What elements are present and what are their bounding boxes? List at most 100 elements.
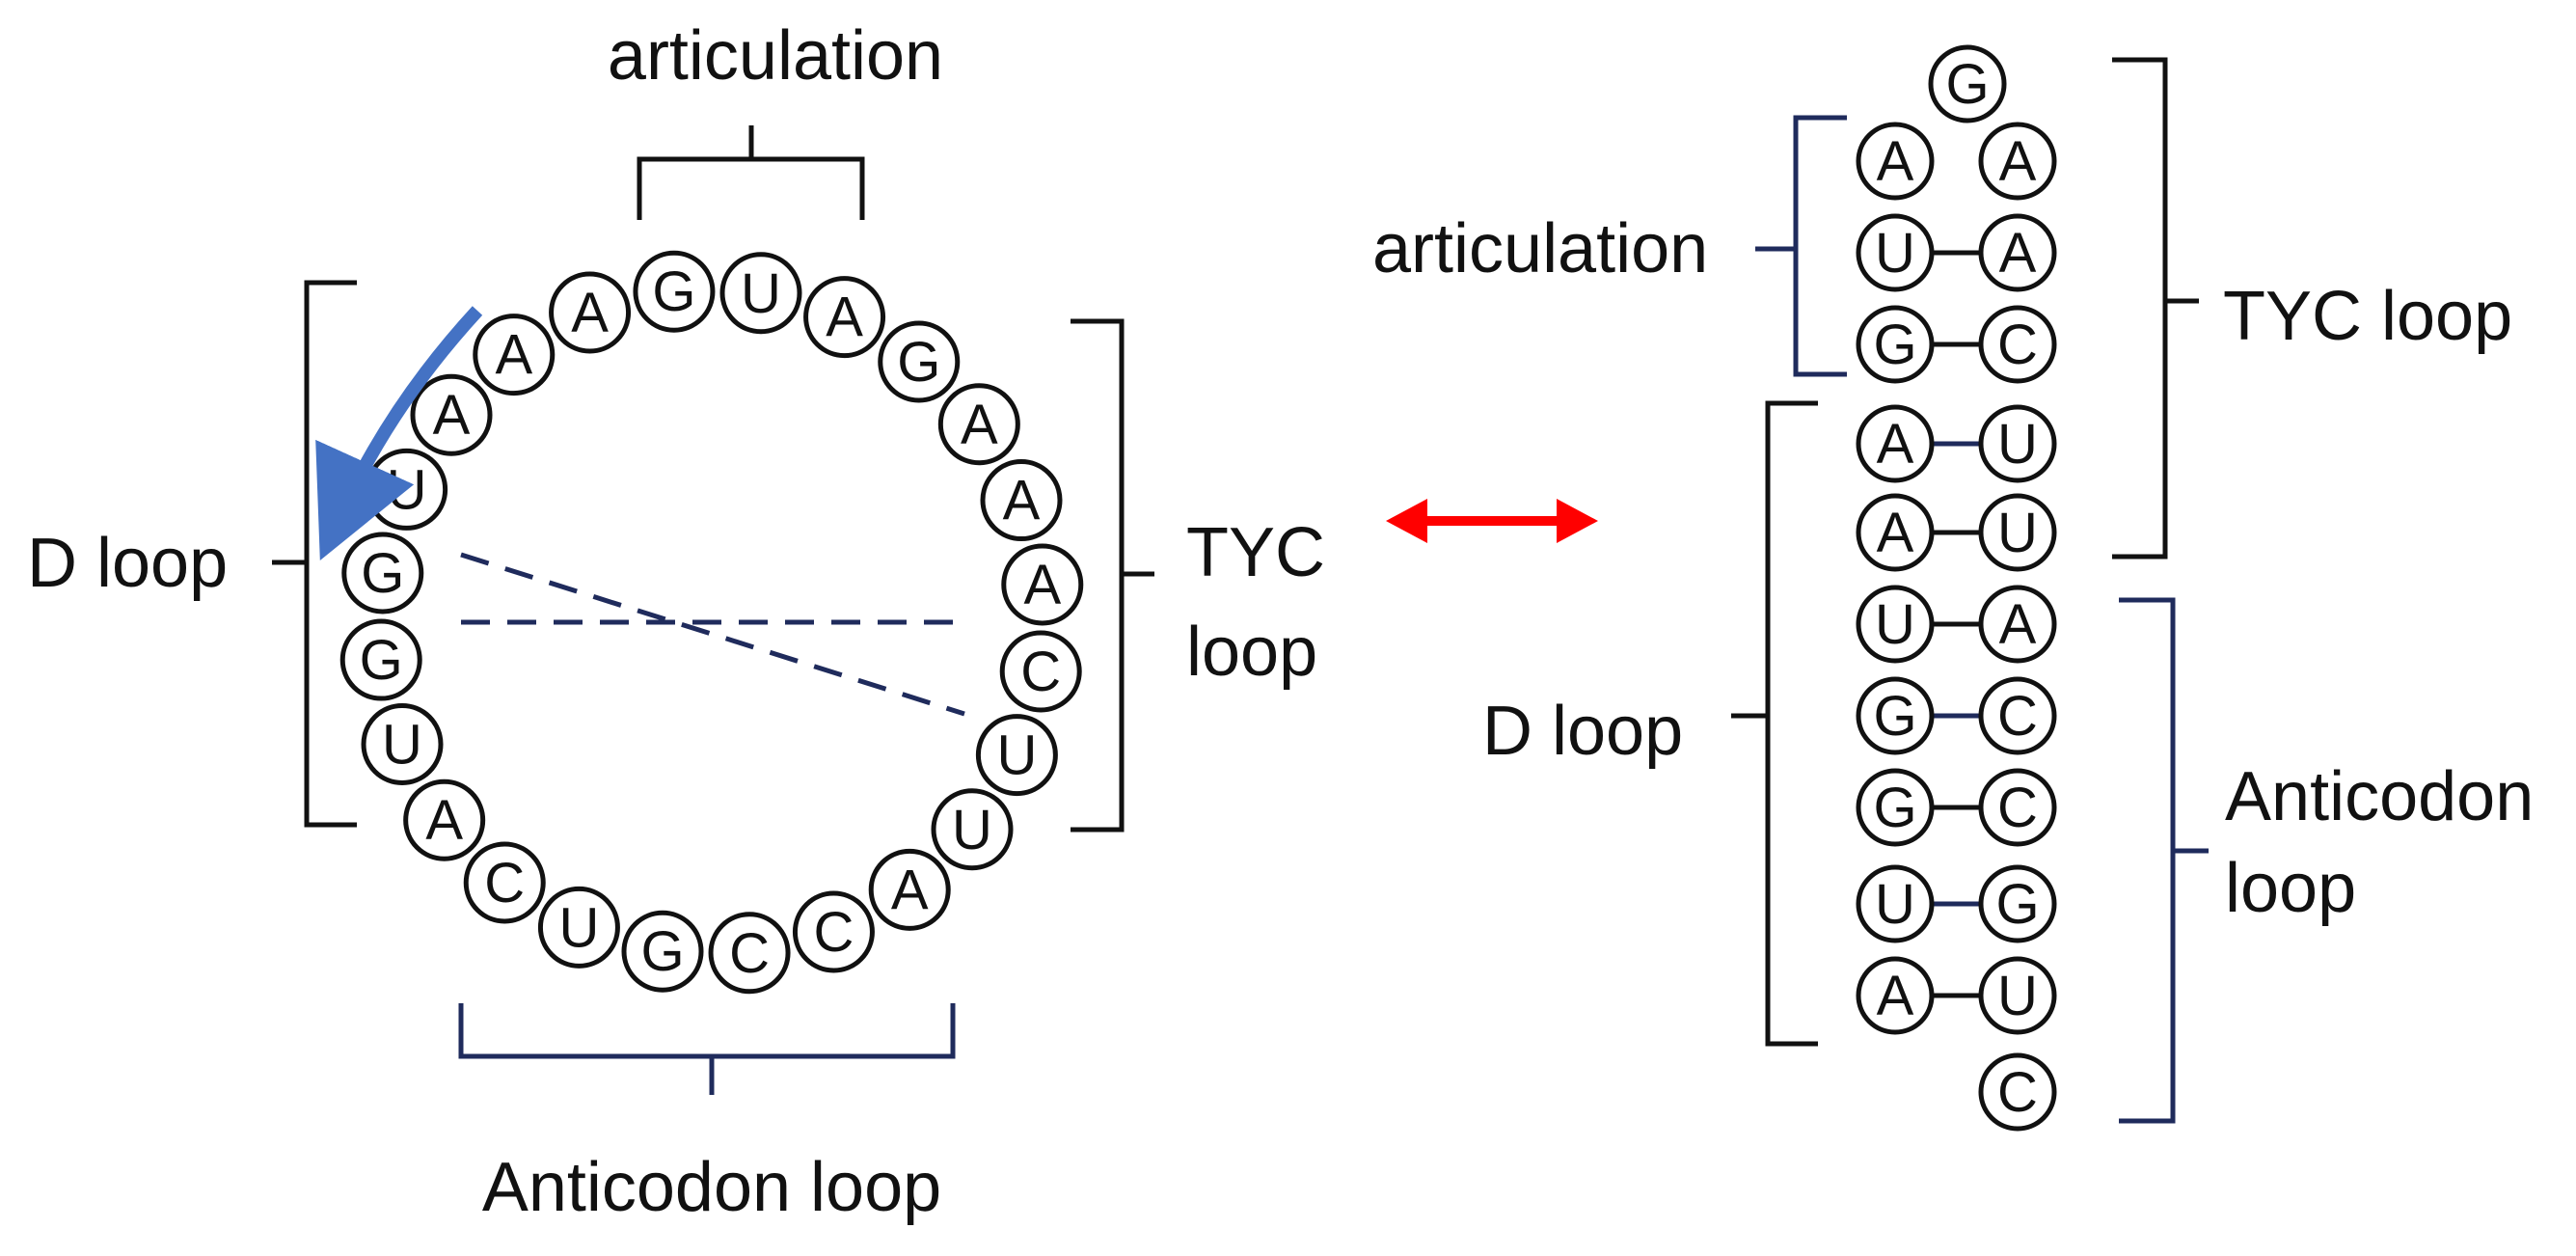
nucleotide-circle (1856, 585, 1935, 664)
nucleotide-circle (537, 886, 620, 969)
nucleotide-letter: A (891, 859, 929, 921)
nucleotide-circle (1978, 493, 2057, 572)
nucleotide-letter: G (361, 542, 404, 605)
nucleotide-circle (931, 788, 1014, 871)
nucleotide: G (878, 320, 961, 403)
nucleotide-letter: G (1945, 53, 1989, 116)
nucleotide-circle (708, 912, 791, 995)
nucleotide-circle (1856, 768, 1935, 847)
nucleotide-circle (937, 383, 1020, 466)
tyc-loop-label-hairpin: TYC loop (2223, 278, 2512, 355)
nucleotide-circle (878, 320, 961, 403)
nucleotide-circle (1856, 676, 1935, 755)
articulation-label: articulation (608, 17, 943, 95)
nucleotide-letter: A (1877, 502, 1914, 564)
nucleotide: C (999, 630, 1082, 713)
nucleotide-circle (1856, 864, 1935, 943)
nucleotide-letter: C (1020, 641, 1061, 703)
articulation-label-hairpin: articulation (1372, 210, 1708, 287)
anticodon-loop-bracket-hairpin (2119, 597, 2209, 1124)
nucleotide-circle (1978, 1052, 2057, 1132)
nucleotide: G (633, 250, 716, 333)
nucleotide-circle (410, 373, 493, 456)
nucleotide-letter: A (1003, 470, 1041, 532)
nucleotide-circle (463, 841, 546, 924)
nucleotide: G (341, 532, 424, 614)
nucleotide-circle (339, 618, 422, 701)
nucleotide: A (1856, 956, 1935, 1035)
nucleotide-letter: U (1997, 413, 2038, 476)
d-loop-label: D loop (27, 525, 228, 602)
nucleotide-circle (473, 314, 556, 396)
nucleotide-letter: G (897, 331, 940, 394)
nucleotide-circle (1978, 305, 2057, 384)
nucleotide-letter: A (826, 287, 863, 349)
nucleotide: U (361, 702, 444, 785)
nucleotide-letter: A (495, 324, 532, 387)
nucleotide-circle (549, 271, 632, 354)
anticodon-loop-bracket (458, 1003, 956, 1095)
nucleotide: A (1978, 122, 2057, 201)
nucleotide-letter: U (741, 262, 781, 325)
nucleotide: G (1928, 44, 2007, 123)
direction-arrow (315, 306, 483, 560)
nucleotide-letter: U (996, 724, 1037, 787)
d-loop-bracket (272, 280, 357, 828)
nucleotide-letter: G (360, 629, 403, 692)
anticodon-loop-label-hairpin-line1: Anticodon (2225, 758, 2534, 835)
nucleotide-letter: A (1023, 554, 1061, 616)
nucleotide-circle (1928, 44, 2007, 123)
nucleotide-circle (975, 714, 1058, 797)
nucleotide-circle (792, 890, 875, 973)
nucleotide-circle (1856, 122, 1935, 201)
nucleotide-letter: U (382, 713, 422, 776)
tyc-loop-label-line2: loop (1186, 614, 1317, 691)
nucleotide-circle (999, 630, 1082, 713)
nucleotide-circle (633, 250, 716, 333)
nucleotide-letter: A (1877, 413, 1914, 476)
nucleotide-circle (1978, 676, 2057, 755)
nucleotide-letter: A (433, 384, 471, 447)
nucleotide-letter: U (1875, 873, 1915, 936)
nucleotide: A (868, 848, 951, 931)
nucleotide: A (473, 314, 556, 396)
nucleotide: G (1856, 676, 1935, 755)
nucleotide: U (1978, 956, 2057, 1035)
nucleotide-circle (803, 276, 886, 359)
nucleotide-letter: U (1875, 222, 1915, 285)
tyc-loop-bracket-hairpin (2112, 57, 2199, 560)
nucleotide: A (410, 373, 493, 456)
nucleotide-letter: U (1997, 965, 2038, 1027)
conversion-arrow (1386, 499, 1598, 543)
nucleotide: U (1856, 864, 1935, 943)
nucleotide: A (1856, 404, 1935, 483)
nucleotide-letter: A (961, 394, 998, 456)
nucleotide-letter: G (1873, 314, 1916, 376)
nucleotide-circle (719, 252, 802, 335)
nucleotide: C (1978, 768, 2057, 847)
nucleotide-letter: C (1997, 1061, 2038, 1124)
nucleotide-letter: A (1877, 965, 1914, 1027)
nucleotide: G (1978, 864, 2057, 943)
nucleotide: A (1978, 213, 2057, 292)
nucleotide-letter: A (1999, 593, 2037, 656)
nucleotide-circle (1001, 543, 1084, 626)
nucleotide: U (537, 886, 620, 969)
nucleotide: C (792, 890, 875, 973)
nucleotide: C (708, 912, 791, 995)
nucleotide-letter: A (1999, 222, 2037, 285)
nucleotide-circle (1978, 768, 2057, 847)
nucleotide-circle (1856, 213, 1935, 292)
nucleotide: A (403, 778, 486, 861)
nucleotide: A (803, 276, 886, 359)
nucleotide-circle (1978, 864, 2057, 943)
nucleotide-letter: C (1997, 685, 2038, 748)
anticodon-loop-label-hairpin-line2: loop (2225, 850, 2356, 927)
dashed-pair-line (460, 552, 965, 717)
nucleotide: U (1978, 404, 2057, 483)
nucleotide-letter: G (1995, 873, 2039, 936)
nucleotide-circle (1856, 956, 1935, 1035)
